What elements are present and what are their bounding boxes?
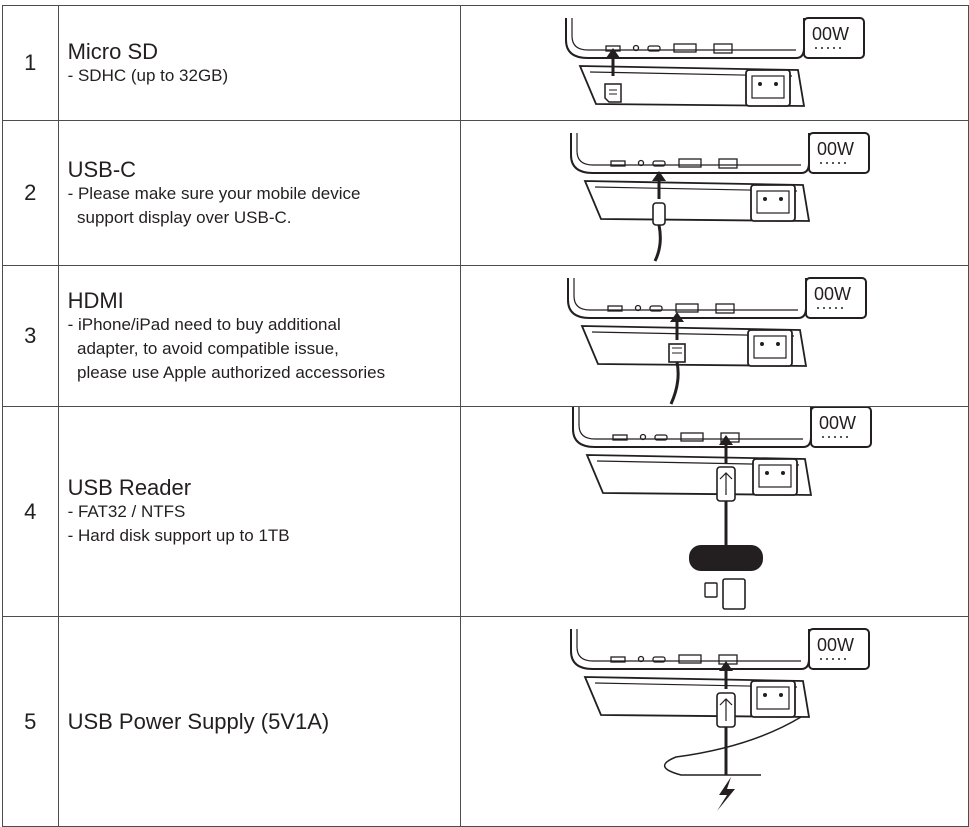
usb-card-reader-icon bbox=[688, 545, 763, 571]
micro-sd-slot-illustration bbox=[459, 5, 969, 121]
row-number: 2 bbox=[2, 120, 59, 266]
row-detail-line: - Hard disk support up to 1TB bbox=[67, 526, 290, 545]
row-title: Micro SD bbox=[67, 38, 159, 64]
row-detail-line: please use Apple authorized accessories bbox=[67, 362, 386, 382]
row-number: 3 bbox=[2, 265, 59, 407]
row-detail-line: - Please make sure your mobile device bbox=[67, 183, 361, 203]
row-description: HDMI - iPhone/iPad need to buy additiona… bbox=[57, 265, 461, 407]
row-description: USB Power Supply (5V1A) bbox=[57, 616, 461, 827]
row-detail-line: - SDHC (up to 32GB) bbox=[67, 65, 229, 85]
table-row: 1 Micro SD - SDHC (up to 32GB) bbox=[2, 5, 969, 121]
row-detail-line: - FAT32 / NTFS bbox=[67, 502, 186, 521]
row-detail-line: - iPhone/iPad need to buy additional bbox=[67, 314, 341, 334]
power-lightning-icon bbox=[716, 777, 735, 811]
row-title: USB Reader bbox=[67, 475, 192, 500]
table-row: 3 HDMI - iPhone/iPad need to buy additio… bbox=[2, 265, 969, 407]
row-description: USB Reader - FAT32 / NTFS - Hard disk su… bbox=[57, 406, 461, 617]
row-detail-line: adapter, to avoid compatible issue, bbox=[67, 338, 339, 358]
row-title: HDMI bbox=[67, 287, 124, 313]
connection-table: 1 Micro SD - SDHC (up to 32GB) 2 USB-C -… bbox=[2, 5, 969, 827]
usb-c-port-illustration bbox=[459, 120, 969, 266]
usb-power-illustration bbox=[459, 616, 969, 827]
hdmi-port-illustration bbox=[459, 265, 969, 407]
table-row: 2 USB-C - Please make sure your mobile d… bbox=[2, 120, 969, 266]
row-detail-line: support display over USB-C. bbox=[67, 207, 292, 227]
row-number: 1 bbox=[2, 5, 59, 121]
row-title: USB-C bbox=[67, 156, 137, 182]
micro-sd-card-icon bbox=[704, 582, 718, 598]
row-description: USB-C - Please make sure your mobile dev… bbox=[57, 120, 461, 266]
row-title: USB Power Supply (5V1A) bbox=[67, 709, 330, 734]
usb-reader-illustration bbox=[459, 406, 969, 617]
sd-card-icon bbox=[722, 578, 746, 610]
table-row: 5 USB Power Supply (5V1A) bbox=[2, 616, 969, 827]
row-description: Micro SD - SDHC (up to 32GB) bbox=[57, 5, 461, 121]
table-row: 4 USB Reader - FAT32 / NTFS - Hard disk … bbox=[2, 406, 969, 617]
row-number: 5 bbox=[2, 616, 59, 827]
row-number: 4 bbox=[2, 406, 59, 617]
